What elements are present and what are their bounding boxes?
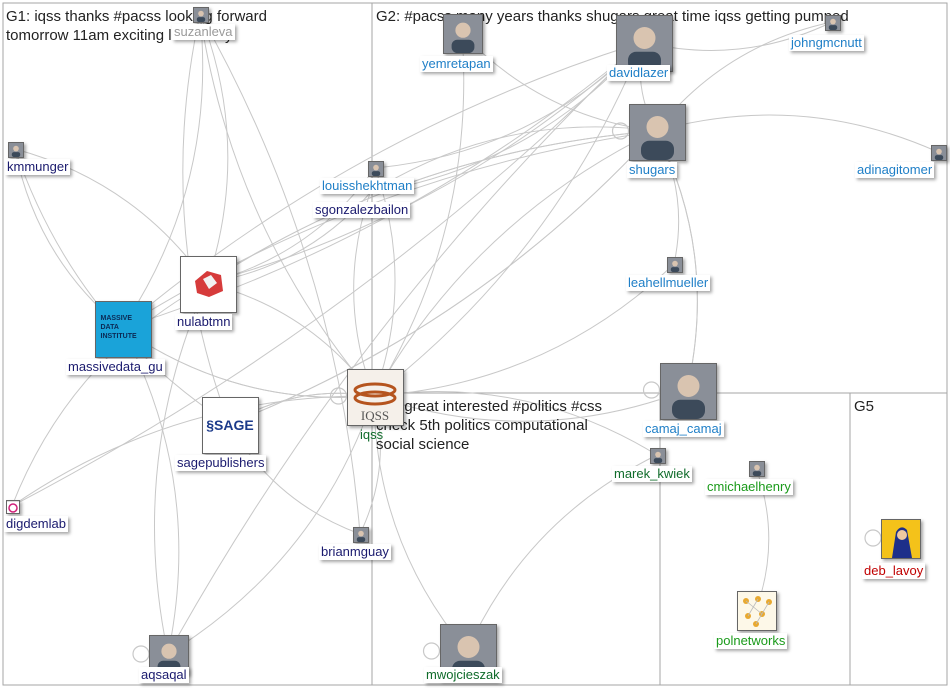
svg-text:IQSS: IQSS — [360, 408, 388, 423]
edge-aqsaqal-iqss — [167, 395, 375, 655]
node-label: aqsaqal — [139, 667, 189, 683]
digdemlab-logo-icon — [6, 500, 20, 514]
edge-mwojcieszak-iqss — [373, 395, 468, 652]
node-label: yemretapan — [420, 56, 493, 72]
nulab-logo-icon — [179, 255, 237, 313]
edge-shugars-nulabtmn — [206, 130, 657, 284]
avatar-photo-icon — [667, 257, 683, 273]
edge-louisshekhtman-iqss — [373, 167, 396, 397]
edge-leahellmueller-iqss — [373, 263, 675, 397]
node-label: adinagitomer — [855, 162, 935, 178]
avatar-photo-icon — [749, 461, 765, 477]
avatar-illustration-icon — [881, 519, 921, 559]
node-label: davidlazer — [607, 65, 671, 81]
node-label: johngmcnutt — [789, 35, 864, 51]
node-label: shugars — [627, 162, 678, 178]
avatar-photo-icon — [193, 7, 209, 23]
group-title-g5: G5 — [854, 398, 875, 415]
node-label: mwojcieszak — [424, 667, 502, 683]
edge-digdemlab-davidlazer — [11, 41, 644, 507]
group-title-g2: G2: #pacss many years thanks shugars gre… — [376, 8, 849, 25]
edge-sagepublishers-shugars — [228, 130, 657, 425]
edge-suzanleva-brianmguay — [199, 13, 361, 535]
avatar-photo-icon — [8, 142, 24, 158]
node-label: massivedata_gu — [66, 359, 165, 375]
self-loop-deb_lavoy — [864, 529, 882, 547]
node-label: digdemlab — [4, 516, 68, 532]
node-label: sagepublishers — [175, 455, 267, 471]
edge-suzanleva-sagepublishers — [182, 13, 230, 425]
node-label: polnetworks — [714, 633, 788, 649]
edge-suzanleva-nulabtmn — [199, 13, 229, 284]
avatar-photo-icon — [931, 145, 947, 161]
avatar-photo-icon — [353, 527, 369, 543]
edge-aqsaqal-massivedata_gu — [121, 327, 180, 655]
avatar-photo-icon — [628, 103, 686, 161]
node-label: brianmguay — [319, 544, 391, 560]
avatar-photo-icon — [615, 14, 673, 72]
edge-digdemlab-nulabtmn — [11, 282, 208, 507]
self-loop-mwojcieszak — [422, 642, 441, 660]
avatar-photo-icon — [443, 14, 483, 54]
node-label: kmmunger — [5, 159, 71, 175]
edge-suzanleva-iqss — [199, 13, 375, 397]
sage-logo-icon: §SAGE — [201, 396, 259, 454]
iqss-logo-icon: IQSS — [346, 368, 404, 426]
group-frame-g5 — [849, 392, 948, 686]
edge-aqsaqal-davidlazer — [167, 41, 644, 655]
edge-marek_kwiek-iqss — [373, 391, 658, 456]
edge-sgonzalezbailon-shugars — [369, 126, 657, 194]
self-loop-camaj_camaj — [642, 381, 661, 399]
node-label: nulabtmn — [175, 314, 233, 330]
node-label: leahellmueller — [626, 275, 711, 291]
edge-adinagitomer-shugars — [655, 114, 939, 153]
node-label: iqss — [360, 427, 384, 442]
node-label: suzanleva — [172, 24, 235, 40]
avatar-photo-icon — [368, 161, 384, 177]
node-label: deb_lavoy — [862, 563, 926, 579]
avatar-photo-icon — [825, 15, 841, 31]
avatar-photo-icon — [659, 362, 717, 420]
edge-suzanleva-massivedata_gu — [121, 13, 204, 329]
network-people-icon — [737, 591, 777, 631]
edge-yemretapan-iqss — [373, 32, 465, 397]
edge-camaj_camaj-iqss — [373, 389, 688, 422]
edge-marek_kwiek-mwojcieszak — [466, 454, 658, 652]
edge-aqsaqal-nulabtmn — [153, 282, 208, 655]
node-label: louisshekhtman — [320, 178, 415, 194]
edge-shugars-sagepublishers — [228, 130, 657, 425]
self-loop-aqsaqal — [132, 645, 150, 663]
massive-data-institute-logo-icon: MASSIVE DATA INSTITUTE — [94, 300, 152, 358]
node-label: camaj_camaj — [643, 421, 724, 437]
edge-shugars-iqss — [373, 130, 657, 397]
avatar-photo-icon — [650, 448, 666, 464]
node-label: cmichaelhenry — [705, 479, 793, 495]
edge-davidlazer-iqss — [373, 41, 644, 397]
edge-louisshekhtman-davidlazer — [374, 41, 644, 169]
group-title-g3: G3: great interested #politics #css chec… — [376, 398, 602, 453]
node-label: sgonzalezbailon — [313, 202, 411, 218]
node-label: marek_kwiek — [612, 466, 692, 482]
group-frame-g1 — [2, 2, 373, 686]
